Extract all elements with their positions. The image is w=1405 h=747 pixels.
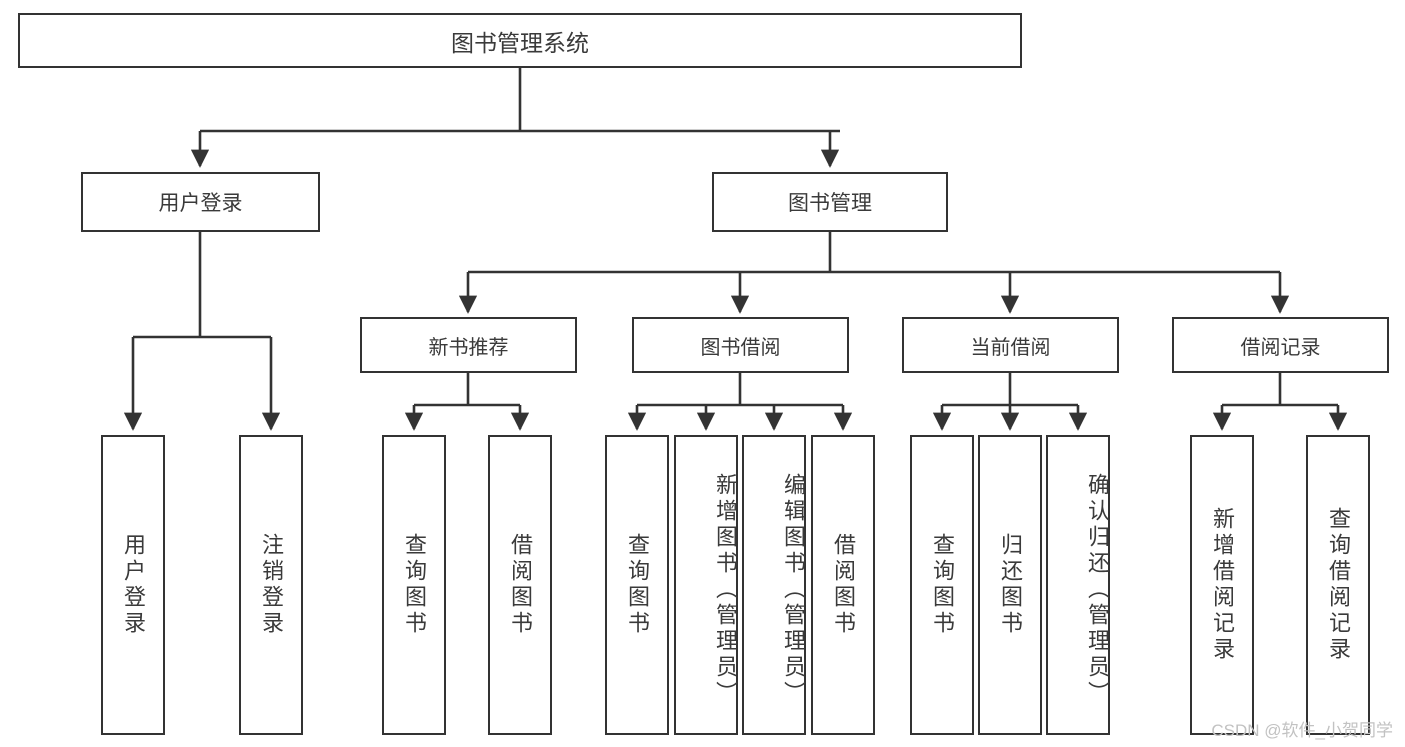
node-new-book-recommend[interactable]: 新书推荐 xyxy=(360,317,577,373)
node-book-borrow[interactable]: 图书借阅 xyxy=(632,317,849,373)
node-leaf-borrow-book-2[interactable]: 借阅图书 xyxy=(811,435,875,735)
node-user-login[interactable]: 用户登录 xyxy=(81,172,320,232)
node-leaf-query-borrow-record-label: 查询借阅记录 xyxy=(1326,507,1351,663)
node-leaf-user-login-label: 用户登录 xyxy=(121,533,146,637)
node-leaf-logout-label: 注销登录 xyxy=(259,533,284,637)
node-leaf-borrow-book-2-label: 借阅图书 xyxy=(831,533,856,637)
node-leaf-confirm-return-admin-label: 确认归还（管理员） xyxy=(1085,473,1110,707)
node-book-borrow-label: 图书借阅 xyxy=(700,336,781,359)
node-book-manage-label: 图书管理 xyxy=(788,192,872,215)
node-leaf-query-book-3-label: 查询图书 xyxy=(930,533,955,637)
node-current-borrow[interactable]: 当前借阅 xyxy=(902,317,1119,373)
node-leaf-return-book-label: 归还图书 xyxy=(998,533,1023,637)
node-root[interactable]: 图书管理系统 xyxy=(18,13,1022,68)
node-leaf-edit-book-admin-label: 编辑图书（管理员） xyxy=(781,473,806,707)
node-leaf-logout[interactable]: 注销登录 xyxy=(239,435,303,735)
node-user-login-label: 用户登录 xyxy=(158,192,243,215)
node-leaf-user-login[interactable]: 用户登录 xyxy=(101,435,165,735)
node-leaf-confirm-return-admin[interactable]: 确认归还（管理员） xyxy=(1046,435,1110,735)
node-leaf-add-borrow-record[interactable]: 新增借阅记录 xyxy=(1190,435,1254,735)
node-leaf-add-borrow-record-label: 新增借阅记录 xyxy=(1210,507,1235,663)
node-current-borrow-label: 当前借阅 xyxy=(970,336,1051,359)
node-leaf-edit-book-admin[interactable]: 编辑图书（管理员） xyxy=(742,435,806,735)
node-borrow-record[interactable]: 借阅记录 xyxy=(1172,317,1389,373)
node-leaf-query-book-2-label: 查询图书 xyxy=(625,533,650,637)
node-leaf-add-book-admin[interactable]: 新增图书（管理员） xyxy=(674,435,738,735)
node-leaf-query-book-1[interactable]: 查询图书 xyxy=(382,435,446,735)
watermark-text: CSDN @软件_小贺同学 xyxy=(1211,721,1393,740)
node-leaf-add-book-admin-label: 新增图书（管理员） xyxy=(713,473,738,707)
node-new-book-recommend-label: 新书推荐 xyxy=(428,336,509,359)
node-book-manage[interactable]: 图书管理 xyxy=(712,172,948,232)
node-borrow-record-label: 借阅记录 xyxy=(1240,336,1321,359)
node-leaf-query-book-3[interactable]: 查询图书 xyxy=(910,435,974,735)
node-leaf-borrow-book-1-label: 借阅图书 xyxy=(508,533,533,637)
node-leaf-return-book[interactable]: 归还图书 xyxy=(978,435,1042,735)
node-leaf-query-book-2[interactable]: 查询图书 xyxy=(605,435,669,735)
node-leaf-borrow-book-1[interactable]: 借阅图书 xyxy=(488,435,552,735)
node-leaf-query-book-1-label: 查询图书 xyxy=(402,533,427,637)
node-root-label: 图书管理系统 xyxy=(451,29,589,56)
node-leaf-query-borrow-record[interactable]: 查询借阅记录 xyxy=(1306,435,1370,735)
